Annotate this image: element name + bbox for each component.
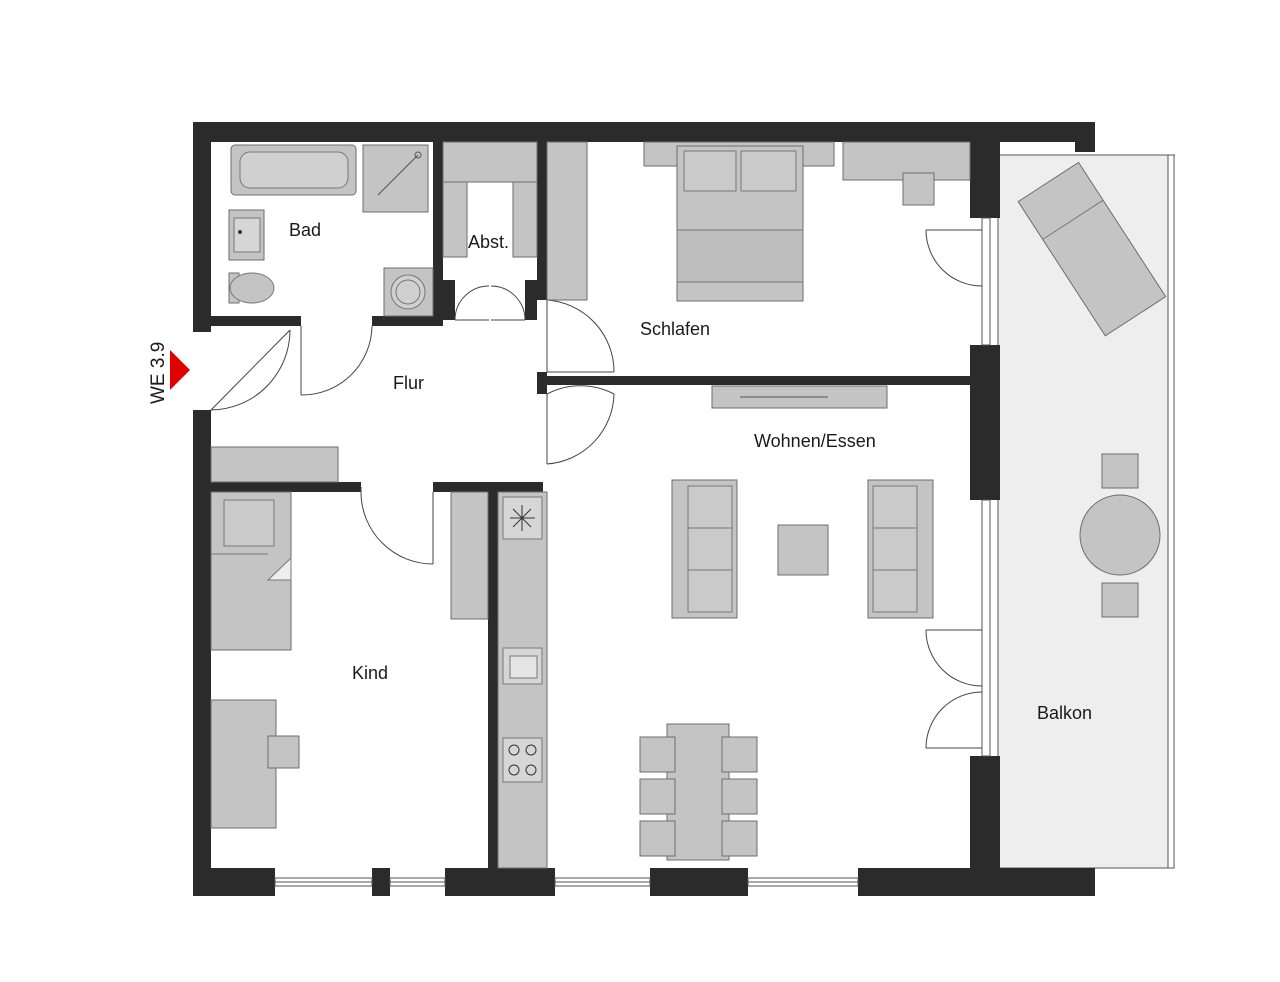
unit-label: WE 3.9 — [148, 342, 169, 404]
living-furniture — [639, 385, 934, 861]
room-label-kind: Kind — [352, 663, 388, 683]
room-label-schlafen: Schlafen — [640, 319, 710, 339]
room-label-bad: Bad — [289, 220, 321, 240]
room-label-wohnen-essen: Wohnen/Essen — [754, 431, 876, 451]
windows — [274, 217, 991, 887]
room-label-balkon: Balkon — [1037, 703, 1092, 723]
room-label-flur: Flur — [393, 373, 424, 393]
entrance-marker: WE 3.9 — [148, 342, 190, 404]
kitchen — [497, 491, 548, 869]
child-room-furniture — [210, 491, 489, 829]
bathroom-fixtures — [228, 144, 434, 317]
outer-walls — [193, 122, 1095, 896]
bedroom-furniture — [546, 141, 971, 302]
room-label-abst: Abst. — [468, 232, 509, 252]
entrance-arrow-icon — [170, 350, 190, 390]
balcony-furniture — [1017, 161, 1167, 618]
doors — [210, 229, 983, 749]
interior-walls — [211, 142, 970, 868]
hallway-furniture — [210, 446, 339, 483]
storage-shelves — [442, 141, 538, 258]
